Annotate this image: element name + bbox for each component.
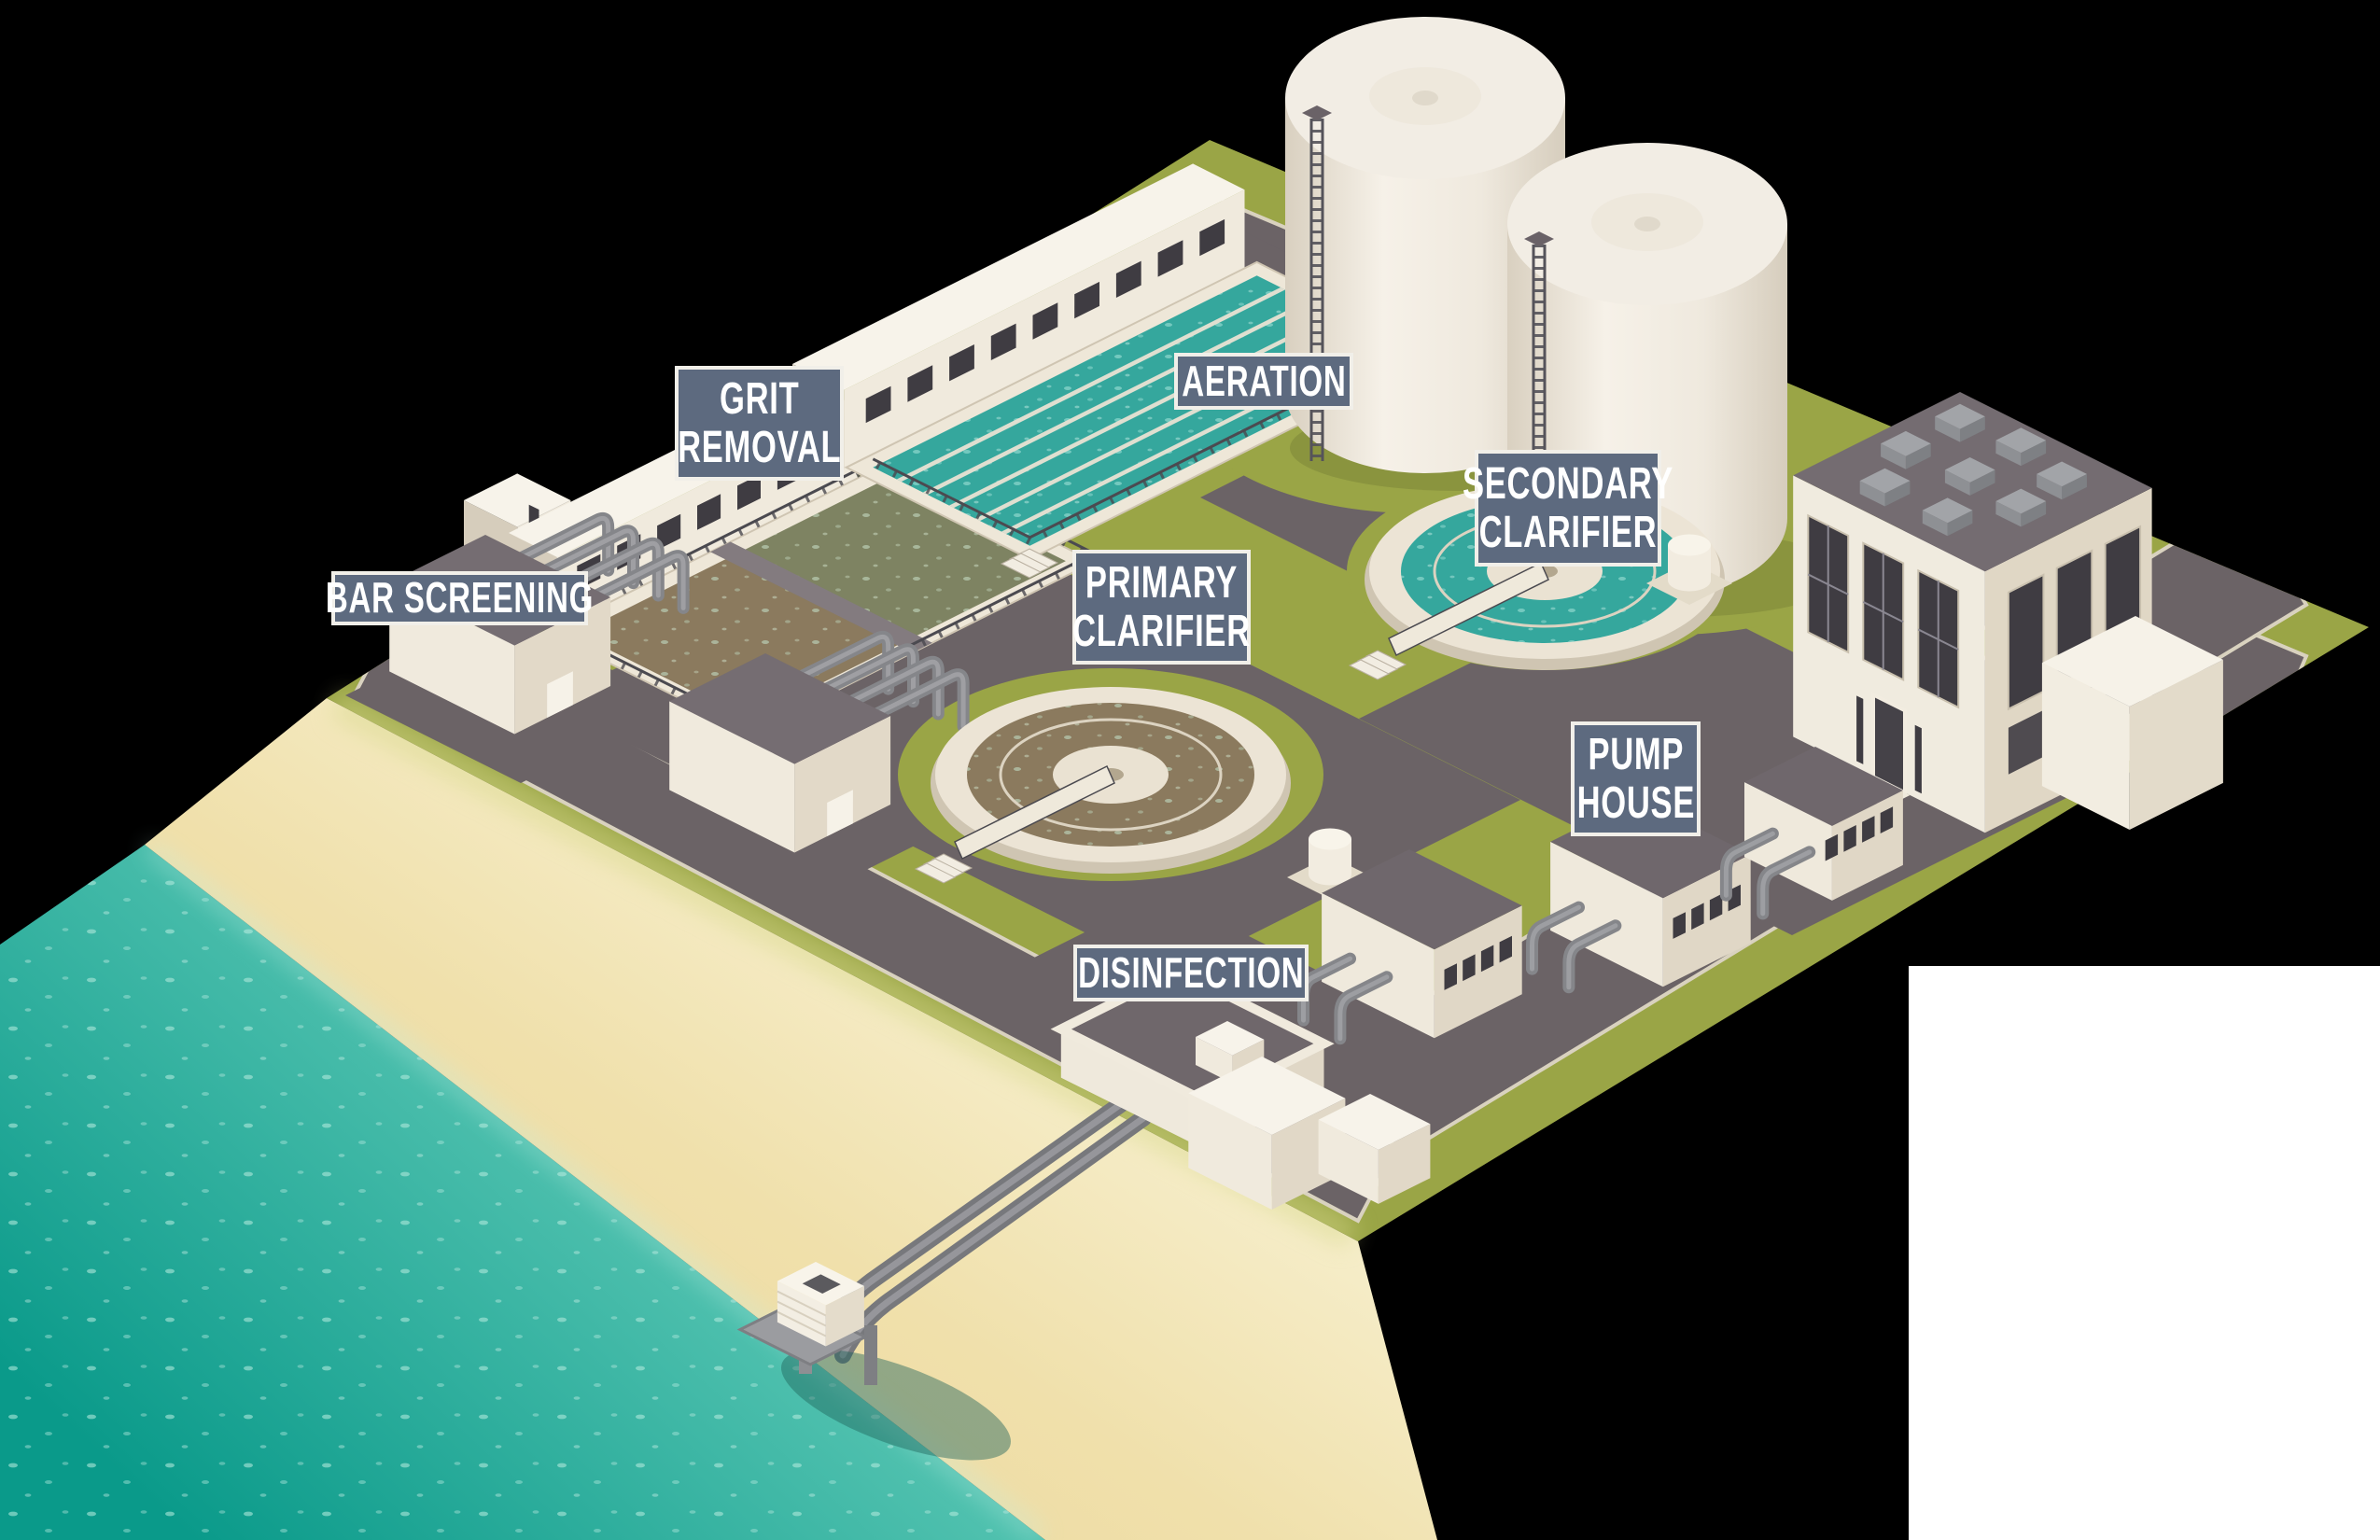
label-text: CLARIFIER xyxy=(1072,606,1251,656)
label-text: HOUSE xyxy=(1576,777,1695,828)
admin-wing xyxy=(2041,616,2223,830)
label-text: BAR SCREENING xyxy=(325,573,595,623)
label-text: GRIT xyxy=(719,373,800,424)
outfall-structure xyxy=(736,1262,1012,1461)
label-text: SECONDARY xyxy=(1462,458,1674,509)
label-text: PRIMARY xyxy=(1085,557,1239,608)
white-region xyxy=(1909,966,2380,1540)
label-aeration: AERATION xyxy=(1174,353,1353,410)
admin-building xyxy=(1793,392,2223,833)
label-text: DISINFECTION xyxy=(1077,947,1305,997)
digester-tank-1 xyxy=(1285,17,1626,491)
primary-clarifier xyxy=(914,687,1373,899)
ocean xyxy=(0,845,1045,1540)
label-text: REMOVAL xyxy=(677,422,842,472)
bar-screening-unit-2 xyxy=(669,630,970,853)
label-bar-screening: BAR SCREENING xyxy=(326,571,593,625)
label-text: CLARIFIER xyxy=(1478,507,1658,557)
beach xyxy=(145,698,1437,1540)
label-disinfection: DISINFECTION xyxy=(1073,945,1309,1001)
label-text: AERATION xyxy=(1181,356,1347,405)
label-text: PUMP xyxy=(1588,729,1684,779)
disinfection-building xyxy=(1050,965,1431,1210)
pump-house-building-3 xyxy=(1719,747,1903,920)
